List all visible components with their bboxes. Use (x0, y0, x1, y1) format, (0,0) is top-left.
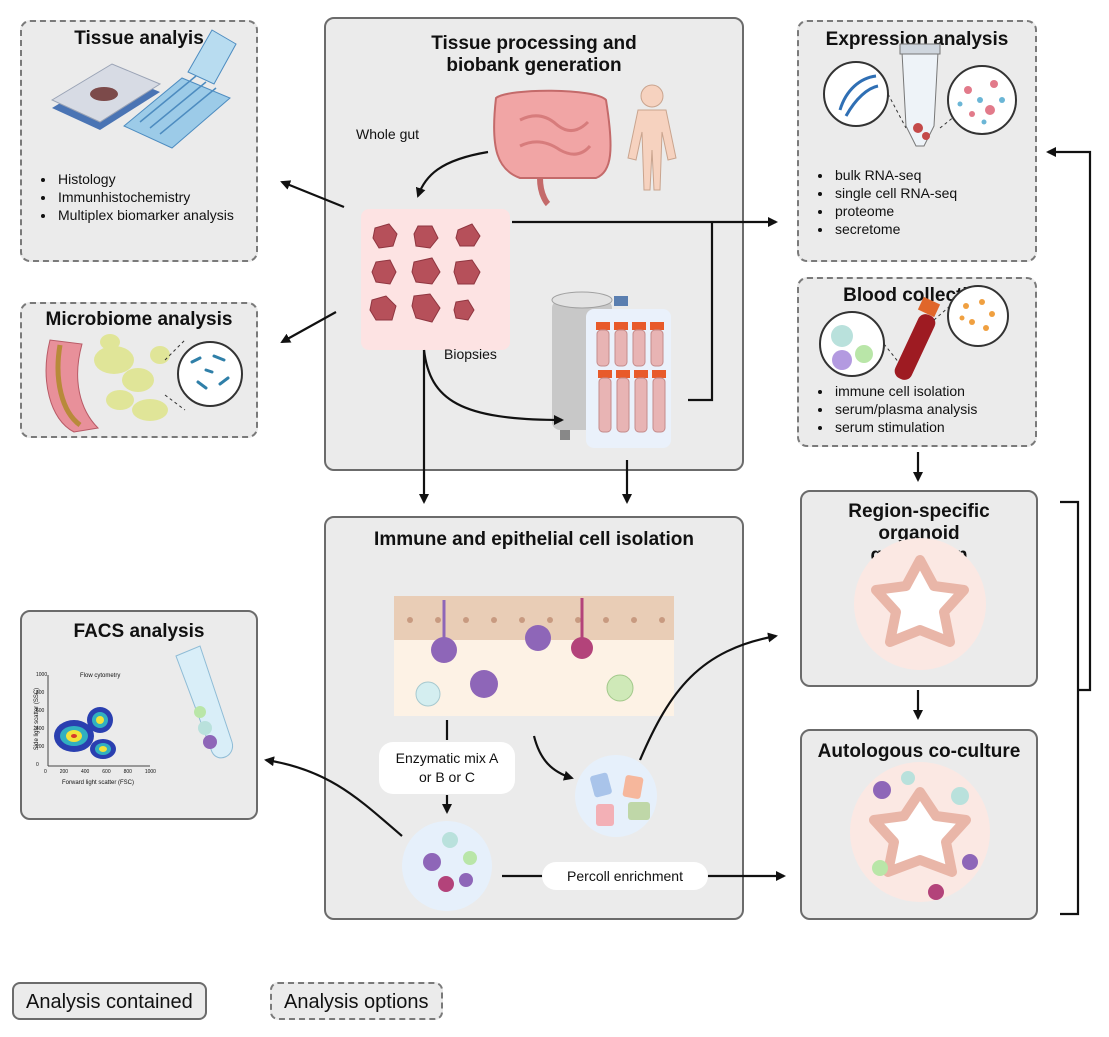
expression-list: bulk RNA-seq single cell RNA-seq proteom… (811, 166, 1043, 238)
arrow-whole-gut-to-biopsies (415, 150, 489, 198)
tissue-analysis-list: Histology Immunhistochemistry Multiplex … (34, 170, 266, 224)
human-figure-icon (627, 84, 677, 191)
gut-wall-icon (45, 339, 100, 433)
tissue-analysis-title: Tissue analyis (74, 28, 204, 49)
flow-arrows (264, 147, 1092, 916)
tick-label: 800 (123, 769, 132, 775)
list-item: immune cell isolation (833, 382, 1055, 400)
arrow-to-microbiome (280, 311, 337, 343)
expression-title: Expression analysis (825, 29, 1009, 50)
rna-magnifier-icon (823, 61, 907, 129)
tick-label: 600 (102, 769, 111, 775)
list-item: single cell RNA-seq (833, 184, 1043, 202)
serum-magnifier-icon (933, 285, 1009, 347)
epithelium-illustration (394, 596, 674, 716)
epithelial-cells-icon (575, 755, 657, 837)
arrow-epithelium-to-epithelial-cells (532, 735, 574, 781)
facs-plot-xlabel: Forward light scatter (FSC) (62, 780, 135, 786)
tick-label: 1000 (36, 672, 48, 678)
isolation-box: Immune and epithelial cell isolation (324, 516, 744, 920)
enzymatic-mix-label: Enzymatic mix A or B or C (379, 742, 515, 794)
biopsies-label: Biopsies (444, 346, 497, 362)
tick-label: 400 (36, 726, 45, 732)
facs-title: FACS analysis (73, 621, 205, 642)
mucus-layer-icon (94, 334, 170, 421)
tick-label: 0 (44, 769, 47, 775)
percoll-enrichment-label: Percoll enrichment (542, 862, 708, 890)
sample-tubes (596, 322, 666, 433)
legend-analysis-options: Analysis options (270, 982, 443, 1020)
organoid-icon (854, 538, 986, 670)
facs-x-ticks: 0 200 400 600 800 1000 (44, 769, 156, 775)
whole-gut-label: Whole gut (356, 126, 420, 142)
list-item: serum stimulation (833, 418, 1055, 436)
facs-y-ticks: 0 200 400 600 800 1000 (36, 672, 47, 768)
sample-tube-icon (899, 43, 941, 147)
facs-scatter-plot (47, 675, 150, 767)
line-rack-to-expression (688, 222, 714, 402)
arrow-immune-to-facs (264, 756, 403, 837)
list-item: Histology (56, 170, 266, 188)
bracket-right (1060, 500, 1080, 916)
tick-label: 1000 (144, 769, 156, 775)
coculture-organoid-icon (850, 762, 990, 902)
tissue-cassette-icon (123, 29, 237, 149)
immune-cells-magnifier-icon (819, 311, 901, 377)
isolation-title: Immune and epithelial cell isolation (374, 529, 694, 550)
tick-label: 200 (36, 744, 45, 750)
arrow-to-tissue-analysis (280, 180, 345, 209)
tick-label: 400 (81, 769, 90, 775)
list-item: bulk RNA-seq (833, 166, 1043, 184)
list-item: Multiplex biomarker analysis (56, 206, 266, 224)
arrow-feedback-to-expression (1046, 147, 1092, 692)
facs-tube-icon (175, 645, 234, 759)
microscope-slide-icon (50, 63, 162, 130)
immune-cells-icon (402, 821, 492, 911)
tick-label: 800 (36, 690, 45, 696)
tick-label: 600 (36, 708, 45, 714)
arrow-biopsies-to-tank (422, 349, 564, 425)
facs-plot-title: Flow cytometry (80, 673, 121, 679)
microbiome-title: Microbiome analysis (45, 309, 233, 330)
colon-icon (493, 89, 612, 207)
list-item: proteome (833, 202, 1043, 220)
arrow-epithelial-to-organoid (638, 632, 778, 761)
legend-analysis-contained: Analysis contained (12, 982, 207, 1020)
blood-tube-icon (894, 296, 941, 380)
list-item: serum/plasma analysis (833, 400, 1055, 418)
bacteria-magnifier-icon (164, 339, 243, 411)
biopsy-pieces (369, 223, 481, 323)
tick-label: 200 (59, 769, 69, 775)
tick-label: 0 (36, 762, 39, 768)
coculture-title: Autologous co-culture (817, 741, 1021, 762)
list-item: Immunhistochemistry (56, 188, 266, 206)
protein-magnifier-icon (939, 65, 1017, 135)
blood-collection-list: immune cell isolation serum/plasma analy… (811, 382, 1055, 436)
processing-title: Tissue processing and biobank generation (431, 33, 637, 76)
list-item: secretome (833, 220, 1043, 238)
